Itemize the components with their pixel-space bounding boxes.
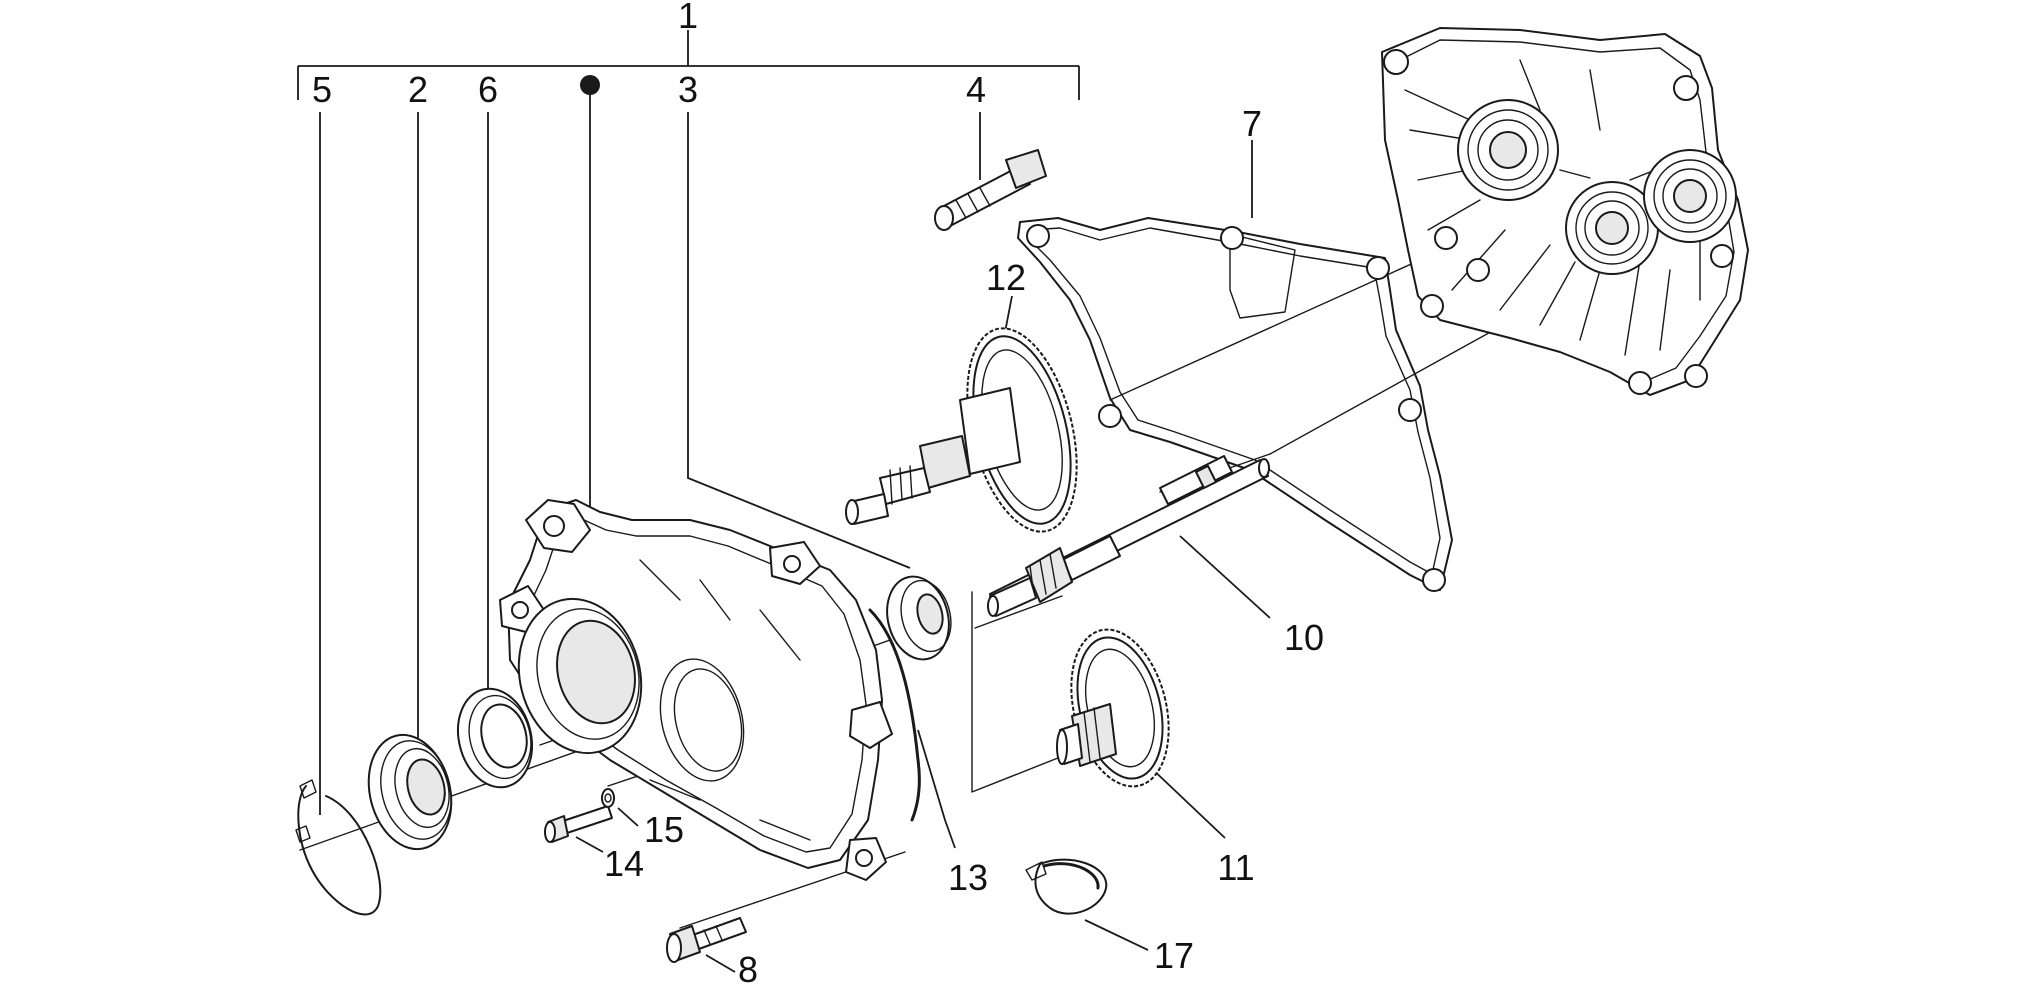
callout-8: 8	[738, 949, 758, 987]
bearing-2	[367, 733, 453, 851]
callout-10: 10	[1284, 617, 1324, 658]
hose-clamp-17	[1025, 858, 1108, 915]
callout-2: 2	[408, 69, 428, 110]
bearing-3	[886, 575, 952, 661]
callout-4: 4	[966, 69, 986, 110]
assembly-marker-dot	[580, 75, 600, 95]
callout-7: 7	[1242, 103, 1262, 144]
callout-1: 1	[678, 0, 698, 36]
gasket	[1017, 217, 1453, 592]
breather-plug	[934, 149, 1047, 231]
callout-5: 5	[312, 69, 332, 110]
callout-13: 13	[948, 857, 988, 898]
bolt-8	[666, 917, 747, 963]
callout-11: 11	[1217, 847, 1254, 888]
driven-gear	[1056, 628, 1170, 788]
main-shaft	[987, 455, 1270, 617]
intermediate-gear	[845, 327, 1078, 533]
oil-seal	[457, 687, 533, 789]
gearbox-housing	[1381, 27, 1749, 396]
cover-seal	[868, 608, 921, 822]
screw-14	[544, 805, 613, 843]
washer-15	[601, 788, 615, 808]
group-bracket	[297, 30, 1080, 100]
circlip	[295, 779, 382, 916]
callout-17: 17	[1154, 935, 1194, 976]
callout-15: 15	[644, 809, 684, 850]
callout-3: 3	[678, 69, 698, 110]
callout-6: 6	[478, 69, 498, 110]
transmission-cover	[499, 499, 893, 881]
callout-12: 12	[986, 257, 1026, 298]
callout-14: 14	[604, 843, 644, 884]
